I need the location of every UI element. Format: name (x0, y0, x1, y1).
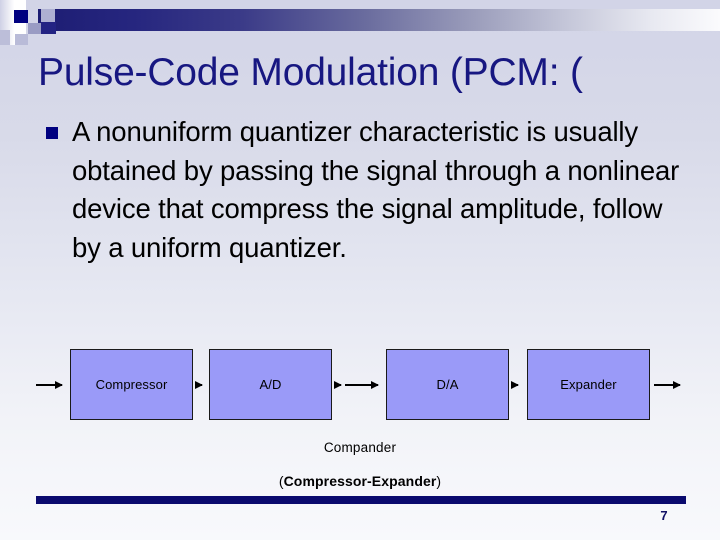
header-square-lavender-upper (41, 9, 55, 22)
header-gradient-bar (38, 9, 720, 31)
header-square-navy (14, 10, 28, 23)
block-compressor: Compressor (70, 349, 193, 420)
channel-to-da-arrow-icon (345, 380, 379, 389)
block-expander-label: Expander (560, 377, 617, 392)
da-to-expander-arrow-icon (511, 380, 519, 389)
caption-paren-open: ( (278, 473, 284, 489)
page-title: Pulse-Code Modulation (PCM: ( (38, 51, 583, 94)
list-item: A nonuniform quantizer characteristic is… (44, 113, 684, 267)
block-expander: Expander (527, 349, 650, 420)
ad-output-arrow-icon (334, 380, 342, 389)
compressor-to-ad-arrow-icon (195, 380, 203, 389)
header-square-navy-secondary (41, 22, 56, 34)
input-arrow-icon (36, 380, 63, 389)
output-arrow-icon (654, 380, 681, 389)
caption-compander-expansion: (Compressor-Expander) (0, 473, 720, 489)
caption-expansion-text: Compressor-Expander (283, 473, 437, 489)
block-ad-label: A/D (259, 377, 282, 392)
page-number: 7 (660, 508, 668, 523)
block-compressor-label: Compressor (95, 377, 168, 392)
caption-paren-close: ) (436, 473, 442, 489)
header-square-lavender-left (0, 30, 10, 45)
bullet-list: A nonuniform quantizer characteristic is… (44, 113, 684, 267)
square-bullet-icon (46, 127, 58, 139)
block-ad: A/D (209, 349, 332, 420)
header-square-lavender-mid (28, 23, 41, 34)
block-da-label: D/A (436, 377, 459, 392)
header-square-lavender-lower (15, 34, 28, 45)
block-da: D/A (386, 349, 509, 420)
caption-compander: Compander (323, 440, 397, 455)
block-diagram: Compressor A/D D/A Expander (0, 344, 720, 428)
footer-rule (36, 496, 686, 504)
bullet-text: A nonuniform quantizer characteristic is… (72, 116, 680, 263)
